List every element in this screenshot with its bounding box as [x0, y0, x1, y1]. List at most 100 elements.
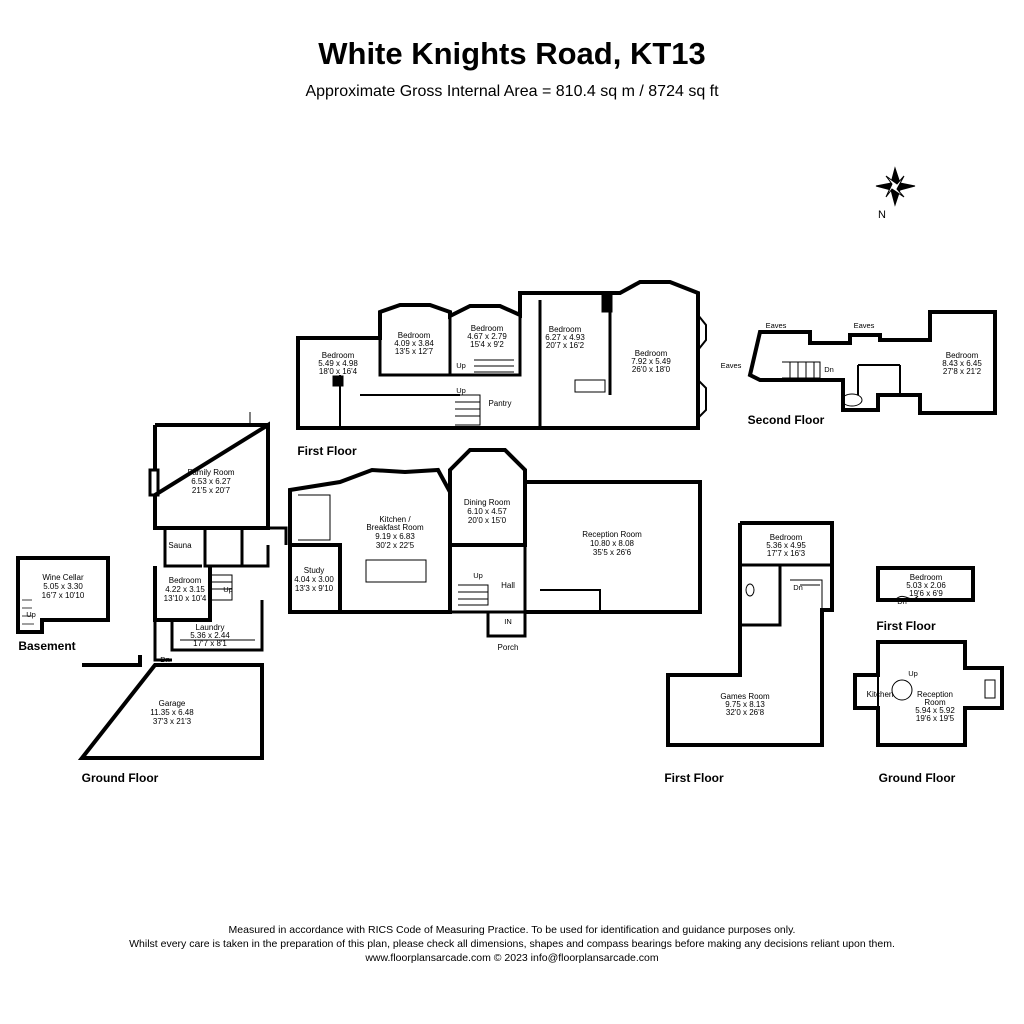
- room-bed5-name: Bedroom: [635, 349, 668, 358]
- room-pantry-name: Pantry: [488, 399, 511, 408]
- annex-first-floor-plan: [876, 566, 975, 602]
- room-dining-imp: 20'0 x 15'0: [468, 516, 507, 525]
- room-wine-cellar-name: Wine Cellar: [42, 573, 84, 582]
- stair-dn-label: Dn: [793, 583, 803, 592]
- room-porch-name: Porch: [498, 643, 519, 652]
- room-garage-imp: 37'3 x 21'3: [153, 717, 192, 726]
- room-second-bed-name: Bedroom: [946, 351, 979, 360]
- room-bed3-imp: 15'4 x 9'2: [470, 340, 504, 349]
- room-bed4-imp: 20'7 x 16'2: [546, 341, 585, 350]
- label-ground-floor: Ground Floor: [82, 771, 159, 785]
- room-reception-imp: 35'5 x 26'6: [593, 548, 632, 557]
- room-annex-bed-dim: 5.03 x 2.06: [906, 581, 946, 590]
- room-sauna-name: Sauna: [168, 541, 192, 550]
- room-kitchen-name: Kitchen /: [379, 515, 411, 524]
- room-annex-kitchen-name: Kitchen: [867, 690, 894, 699]
- room-bed5-imp: 26'0 x 18'0: [632, 365, 671, 374]
- room-hall-name: Hall: [501, 581, 515, 590]
- room-family-dim: 6.53 x 6.27: [191, 477, 231, 486]
- room-ground-bedroom-dim: 4.22 x 3.15: [165, 585, 205, 594]
- room-bed2-name: Bedroom: [398, 331, 431, 340]
- room-dining-dim: 6.10 x 4.57: [467, 507, 507, 516]
- room-study-name: Study: [304, 566, 324, 575]
- room-bed4-dim: 6.27 x 4.93: [545, 333, 585, 342]
- plan-subtitle: Approximate Gross Internal Area = 810.4 …: [305, 83, 719, 100]
- label-basement: Basement: [18, 639, 75, 653]
- second-floor-plan: [747, 310, 997, 415]
- room-garage-dim: 11.35 x 6.48: [150, 708, 194, 717]
- annex-ground-floor-plan: [853, 640, 1004, 747]
- room-study-imp: 13'3 x 9'10: [295, 584, 334, 593]
- label-annex-ground-floor: Ground Floor: [879, 771, 956, 785]
- basement-plan: [16, 556, 110, 634]
- room-out-bed-dim: 5.36 x 4.95: [766, 541, 806, 550]
- stair-up-label: Up: [473, 571, 483, 580]
- first-floor-plan: [296, 280, 707, 430]
- room-laundry-imp: 17'7 x 8'1: [193, 639, 227, 648]
- plan-title: White Knights Road, KT13: [318, 36, 706, 71]
- outbuilding-plan: [666, 521, 834, 747]
- room-ground-bedroom-imp: 13'10 x 10'4: [164, 594, 207, 603]
- room-out-bed-name: Bedroom: [770, 533, 803, 542]
- room-out-bed-imp: 17'7 x 16'3: [767, 549, 806, 558]
- room-second-bed-imp: 27'8 x 21'2: [943, 367, 982, 376]
- label-outbuilding-first-floor: First Floor: [664, 771, 724, 785]
- room-wine-cellar-imp: 16'7 x 10'10: [42, 591, 85, 600]
- stair-up-label: Up: [908, 669, 918, 678]
- label-second-floor: Second Floor: [748, 413, 825, 427]
- label-first-floor: First Floor: [297, 444, 357, 458]
- ground-floor-plan: [77, 412, 702, 760]
- room-reception-name: Reception Room: [582, 530, 642, 539]
- room-family-name: Family Room: [187, 468, 234, 477]
- eaves-label-2: Eaves: [854, 321, 875, 330]
- room-games-name: Games Room: [720, 692, 770, 701]
- room-kitchen-dim: 9.19 x 6.83: [375, 532, 415, 541]
- room-bed1-imp: 18'0 x 16'4: [319, 367, 358, 376]
- footer-disclaimer-1: Measured in accordance with RICS Code of…: [228, 924, 796, 936]
- stair-up-label: Up: [456, 386, 466, 395]
- footer-contact: www.floorplansarcade.com © 2023 info@flo…: [365, 952, 659, 964]
- room-bed2-dim: 4.09 x 3.84: [394, 339, 434, 348]
- compass-north-label: N: [878, 209, 886, 221]
- room-bed5-dim: 7.92 x 5.49: [631, 357, 671, 366]
- room-bed3-name: Bedroom: [471, 324, 504, 333]
- room-ground-bedroom-name: Bedroom: [169, 576, 202, 585]
- room-annex-reception-dim: 5.94 x 5.92: [915, 706, 955, 715]
- eaves-label-1: Eaves: [766, 321, 787, 330]
- room-kitchen-imp: 30'2 x 22'5: [376, 541, 415, 550]
- room-family-imp: 21'5 x 20'7: [192, 486, 231, 495]
- stair-dn-label: Dn: [897, 597, 907, 606]
- room-annex-reception-name2: Room: [924, 698, 946, 707]
- room-annex-bed-imp: 19'6 x 6'9: [909, 589, 943, 598]
- stair-up-label: Up: [26, 610, 36, 619]
- room-bed4-name: Bedroom: [549, 325, 582, 334]
- room-study-dim: 4.04 x 3.00: [294, 575, 334, 584]
- stair-up-label: Up: [456, 361, 466, 370]
- label-annex-first-floor: First Floor: [876, 619, 936, 633]
- room-annex-bed-name: Bedroom: [910, 573, 943, 582]
- room-second-bed-dim: 8.43 x 6.45: [942, 359, 982, 368]
- room-bed3-dim: 4.67 x 2.79: [467, 332, 507, 341]
- room-bed2-imp: 13'5 x 12'7: [395, 347, 434, 356]
- eaves-label-3: Eaves: [721, 361, 742, 370]
- room-kitchen-name2: Breakfast Room: [366, 523, 424, 532]
- entrance-in-label: IN: [504, 617, 512, 626]
- room-annex-reception-name: Reception: [917, 690, 953, 699]
- room-laundry-dim: 5.36 x 2.44: [190, 631, 230, 640]
- stair-up-label: Up: [223, 585, 233, 594]
- stair-dn-label: Dn: [824, 365, 834, 374]
- stair-dn-label: Dn: [160, 655, 170, 664]
- compass-icon: [875, 166, 916, 207]
- room-games-imp: 32'0 x 26'8: [726, 708, 765, 717]
- room-dining-name: Dining Room: [464, 498, 511, 507]
- footer-disclaimer-2: Whilst every care is taken in the prepar…: [129, 938, 895, 950]
- room-wine-cellar-dim: 5.05 x 3.30: [43, 582, 83, 591]
- room-bed1-dim: 5.49 x 4.98: [318, 359, 358, 368]
- room-laundry-name: Laundry: [196, 623, 225, 632]
- room-garage-name: Garage: [159, 699, 186, 708]
- room-annex-reception-imp: 19'6 x 19'5: [916, 714, 955, 723]
- room-games-dim: 9.75 x 8.13: [725, 700, 765, 709]
- room-reception-dim: 10.80 x 8.08: [590, 539, 635, 548]
- room-bed1-name: Bedroom: [322, 351, 355, 360]
